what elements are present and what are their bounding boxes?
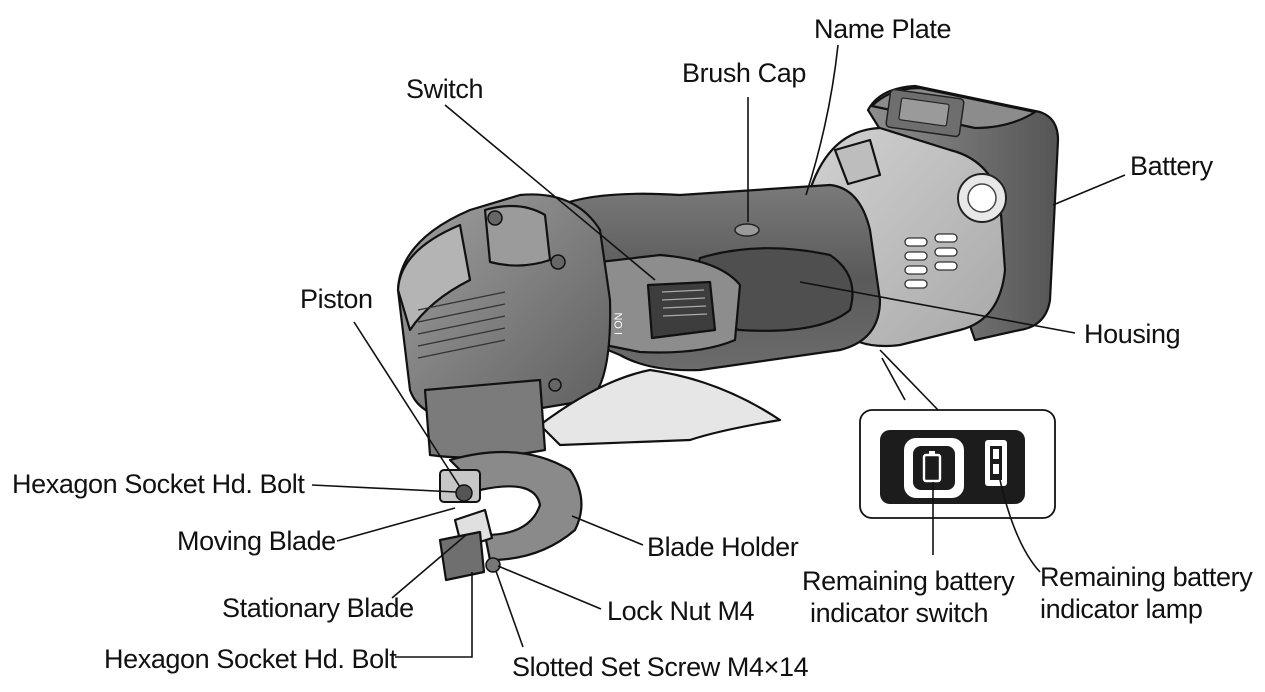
- label-indicator-lamp-line2: indicator lamp: [1040, 594, 1202, 624]
- blade-holder-body: [448, 450, 583, 562]
- label-hexagon-socket-bolt-bottom: Hexagon Socket Hd. Bolt: [104, 644, 397, 674]
- label-battery: Battery: [1130, 151, 1214, 181]
- vent-slots: [904, 233, 958, 289]
- leader-lines: [311, 44, 1126, 658]
- label-brush-cap: Brush Cap: [682, 58, 806, 88]
- label-stationary-blade: Stationary Blade: [222, 593, 414, 623]
- label-indicator-lamp-line1: Remaining battery: [1040, 562, 1253, 592]
- label-piston: Piston: [300, 284, 373, 314]
- hexagon-socket-bolt-top: [455, 484, 473, 502]
- label-switch: Switch: [406, 74, 483, 104]
- guard-plate: [538, 368, 782, 447]
- head-vent-lines: [417, 291, 506, 359]
- label-name-plate: Name Plate: [814, 14, 951, 44]
- lock-nut-m4: [485, 557, 501, 573]
- label-moving-blade: Moving Blade: [177, 526, 336, 556]
- piston-column: [423, 378, 547, 459]
- label-lock-nut-m4: Lock Nut M4: [607, 596, 755, 626]
- switch-marking: I ON: [613, 312, 625, 335]
- blade-assembly: [438, 469, 501, 582]
- label-housing: Housing: [1084, 319, 1180, 349]
- label-indicator-switch-line2: indicator switch: [810, 598, 988, 628]
- power-shear-illustration: I ON: [396, 84, 1060, 582]
- switch-paddle: I ON: [598, 253, 742, 354]
- gear-head: [396, 193, 612, 422]
- label-indicator-switch-line1: Remaining battery: [802, 566, 1015, 596]
- label-hexagon-socket-bolt-top: Hexagon Socket Hd. Bolt: [12, 469, 305, 499]
- battery-indicator-inset: [859, 349, 1056, 519]
- label-slotted-set-screw: Slotted Set Screw M4×14: [512, 652, 809, 682]
- callout-labels: Name Plate Brush Cap Switch Battery Pist…: [12, 14, 1254, 682]
- label-blade-holder: Blade Holder: [647, 532, 799, 562]
